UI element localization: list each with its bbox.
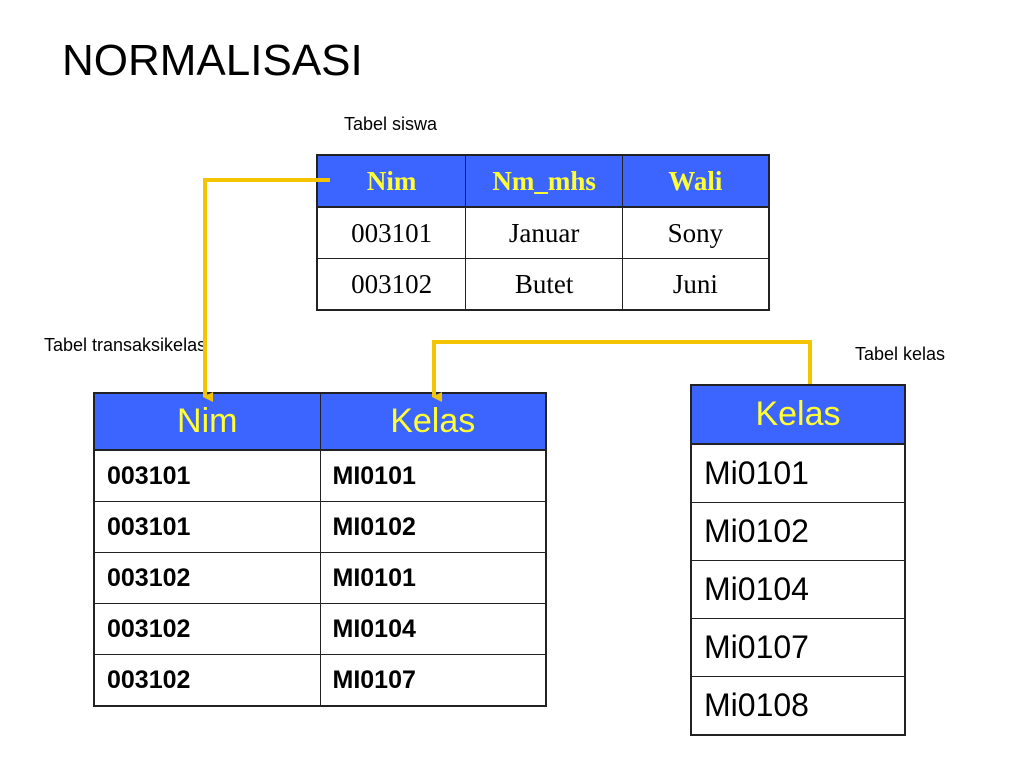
cell-nim: 003101 — [93, 501, 321, 553]
table-siswa: Nim Nm_mhs Wali 003101 Januar Sony 00310… — [316, 154, 770, 311]
table-row: Mi0107 — [690, 618, 906, 677]
cell-kelas: MI0101 — [319, 449, 547, 502]
cell-nm-mhs: Butet — [465, 258, 623, 311]
table-row: 003102 MI0104 — [93, 603, 547, 655]
connector-nim-siswa-to-transaksi — [203, 178, 330, 402]
cell-nim: 003101 — [93, 449, 321, 502]
page-title: NORMALISASI — [62, 36, 363, 85]
cell-nim: 003102 — [316, 258, 467, 311]
table-row: 003102 Butet Juni — [316, 258, 770, 311]
cell-nim: 003102 — [93, 654, 321, 707]
cell-wali: Sony — [621, 206, 770, 259]
header-nim: Nim — [316, 154, 467, 208]
table-row: Mi0104 — [690, 560, 906, 619]
cell-kelas: MI0101 — [319, 552, 547, 604]
cell-kelas: Mi0104 — [690, 560, 906, 619]
header-wali: Wali — [621, 154, 770, 208]
caption-tabel-siswa: Tabel siswa — [344, 114, 438, 134]
cell-kelas: Mi0107 — [690, 618, 906, 677]
cell-wali: Juni — [621, 258, 770, 311]
header-nm-mhs: Nm_mhs — [465, 154, 623, 208]
header-kelas: Kelas — [690, 384, 906, 445]
header-nim: Nim — [93, 392, 321, 451]
table-transaksikelas: Nim Kelas 003101 MI0101 003101 MI0102 00… — [93, 392, 547, 707]
table-row: Mi0108 — [690, 676, 906, 736]
connector-kelas-to-transaksi — [432, 340, 812, 402]
cell-nim: 003102 — [93, 552, 321, 604]
table-row: Mi0101 — [690, 443, 906, 503]
table-row: 003102 MI0107 — [93, 654, 547, 707]
table-kelas: Kelas Mi0101 Mi0102 Mi0104 Mi0107 Mi0108 — [690, 384, 906, 736]
table-header-row: Kelas — [690, 384, 906, 445]
cell-kelas: MI0107 — [319, 654, 547, 707]
cell-kelas: MI0104 — [319, 603, 547, 655]
caption-tabel-transaksikelas: Tabel transaksikelas — [44, 335, 207, 355]
table-row: 003101 Januar Sony — [316, 206, 770, 259]
header-kelas: Kelas — [319, 392, 547, 451]
cell-nim: 003102 — [93, 603, 321, 655]
cell-nim: 003101 — [316, 206, 467, 259]
table-header-row: Nim Nm_mhs Wali — [316, 154, 770, 208]
cell-kelas: Mi0101 — [690, 443, 906, 503]
table-row: 003101 MI0101 — [93, 449, 547, 502]
table-row: 003102 MI0101 — [93, 552, 547, 604]
cell-kelas: Mi0108 — [690, 676, 906, 736]
table-header-row: Nim Kelas — [93, 392, 547, 451]
cell-nm-mhs: Januar — [465, 206, 623, 259]
caption-tabel-kelas: Tabel kelas — [855, 344, 946, 364]
